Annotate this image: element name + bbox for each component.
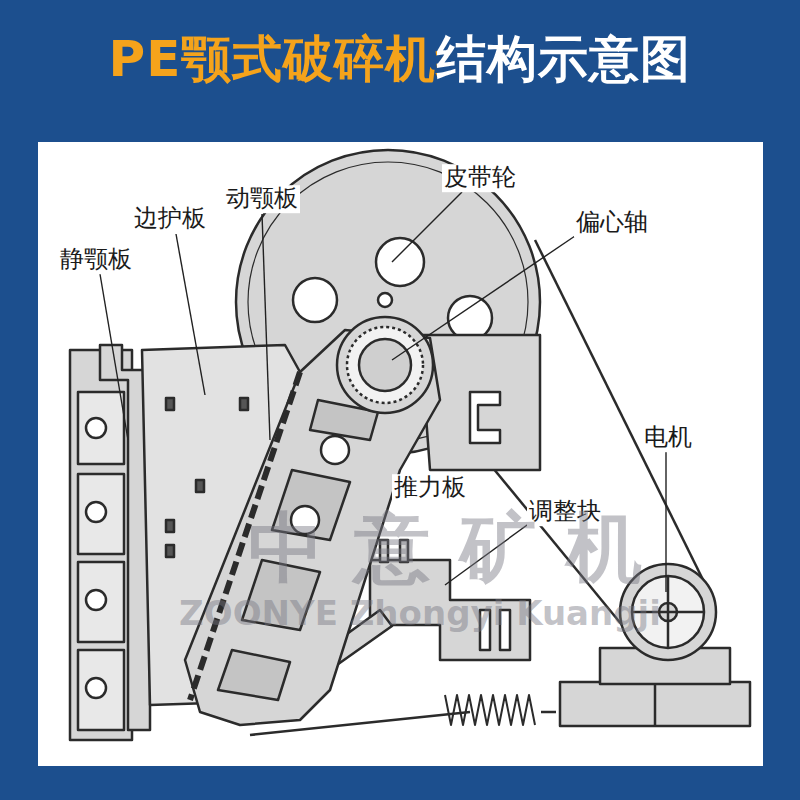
slot bbox=[240, 398, 248, 410]
tension-rod bbox=[541, 711, 556, 714]
title: PE颚式破碎机结构示意图 bbox=[109, 26, 692, 93]
lift-eye bbox=[378, 293, 392, 307]
spring bbox=[445, 695, 535, 725]
part-label: 推力板 bbox=[392, 474, 468, 502]
leader-line bbox=[100, 274, 128, 440]
bolt bbox=[86, 418, 106, 438]
bearing bbox=[347, 327, 423, 403]
bolt bbox=[86, 590, 106, 610]
pulley-hole bbox=[376, 238, 424, 286]
leader-line bbox=[392, 192, 462, 262]
tension-rod bbox=[250, 712, 470, 735]
pulley-hole bbox=[293, 278, 337, 322]
watermark: 中意矿机 bbox=[248, 504, 672, 591]
bolt bbox=[86, 678, 106, 698]
jaw-hole bbox=[321, 436, 349, 464]
frame-rib bbox=[78, 474, 124, 554]
frame-rib bbox=[78, 562, 124, 642]
slot bbox=[196, 480, 204, 492]
part-label: 皮带轮 bbox=[442, 164, 518, 192]
leader-line bbox=[392, 236, 575, 360]
part-label: 电机 bbox=[642, 424, 694, 452]
slot bbox=[166, 520, 174, 532]
frame-slot bbox=[470, 392, 500, 443]
frame-rib bbox=[78, 650, 124, 730]
motor-base-split bbox=[654, 682, 657, 726]
slot bbox=[166, 545, 174, 557]
title-band: PE颚式破碎机结构示意图 bbox=[0, 0, 800, 118]
part-label: 边护板 bbox=[132, 205, 208, 233]
bearing-housing bbox=[337, 317, 433, 413]
part-label: 动颚板 bbox=[224, 185, 300, 213]
eccentric-shaft bbox=[359, 339, 411, 391]
leader-line bbox=[262, 214, 270, 440]
slot bbox=[166, 398, 174, 410]
part-label: 偏心轴 bbox=[574, 209, 650, 237]
picture-panel bbox=[38, 142, 763, 766]
part-label: 静颚板 bbox=[58, 246, 134, 274]
bolt bbox=[86, 502, 106, 522]
frame-rib bbox=[78, 392, 124, 464]
watermark: ZOONYE Zhongyi Kuangji bbox=[179, 594, 661, 633]
jaw-rib bbox=[218, 650, 290, 700]
motor-base bbox=[560, 682, 750, 726]
leader-line bbox=[176, 234, 205, 395]
